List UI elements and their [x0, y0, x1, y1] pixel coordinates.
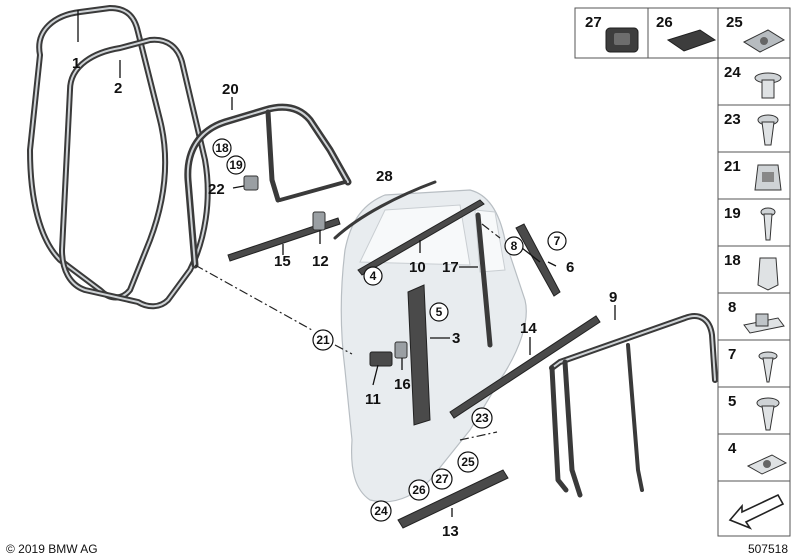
svg-text:25: 25	[726, 14, 743, 31]
svg-text:26: 26	[412, 483, 426, 497]
svg-text:25: 25	[461, 455, 475, 469]
svg-text:4: 4	[370, 269, 377, 283]
callout-14: 15	[274, 253, 291, 270]
legend-item-23: 23	[724, 111, 779, 146]
window-guide-16	[475, 212, 493, 348]
clip-20	[243, 175, 259, 191]
svg-text:21: 21	[316, 333, 330, 347]
svg-text:21: 21	[724, 158, 741, 175]
legend-item-27: 27	[585, 14, 639, 53]
svg-text:19: 19	[229, 158, 243, 172]
callout-24: 24	[370, 500, 392, 522]
callout-4: 4	[363, 266, 383, 286]
svg-text:8: 8	[511, 239, 518, 253]
sill-strip-22	[397, 469, 509, 529]
legend-item-4: 4	[728, 440, 788, 475]
legend-item-24: 24	[724, 64, 782, 99]
callout-15: 16	[394, 376, 411, 393]
svg-text:19: 19	[724, 205, 741, 222]
callout-20: 22	[208, 181, 225, 198]
callout-2: 2	[114, 80, 122, 97]
svg-text:27: 27	[585, 14, 602, 31]
callout-10: 10	[409, 259, 426, 276]
dashline-8	[481, 223, 501, 239]
direction-arrow-icon	[728, 493, 785, 530]
svg-text:8: 8	[728, 299, 736, 316]
legend-item-26: 26	[656, 14, 717, 52]
svg-text:7: 7	[728, 346, 736, 363]
svg-text:27: 27	[435, 472, 449, 486]
window-frame-trim	[184, 103, 352, 269]
callout-25: 25	[457, 451, 479, 473]
callout-labels: 1 2 20 22 15 12 28 10 17 3 6 9 14 16 11 …	[72, 55, 617, 540]
legend-item-19: 19	[724, 205, 776, 241]
svg-text:18: 18	[215, 141, 229, 155]
svg-text:7: 7	[554, 234, 561, 248]
svg-text:24: 24	[724, 64, 741, 81]
legend-item-25: 25	[726, 14, 786, 53]
callout-3: 3	[452, 330, 460, 347]
part-11	[369, 351, 393, 367]
copyright-text: © 2019 BMW AG	[6, 542, 98, 556]
image-number: 507518	[747, 542, 788, 556]
svg-text:26: 26	[656, 14, 673, 31]
legend-top-row: 27 26 25	[574, 7, 791, 59]
legend-item-21: 21	[724, 158, 782, 191]
callout-26: 26	[408, 479, 430, 501]
callout-18: 18	[212, 138, 232, 158]
callout-13: 14	[520, 320, 537, 337]
legend-item-8: 8	[728, 299, 785, 334]
callout-8: 8	[504, 236, 524, 256]
callout-11: 11	[365, 391, 381, 408]
callout-9: 9	[609, 289, 617, 306]
svg-text:5: 5	[436, 305, 443, 319]
callout-27: 27	[431, 468, 453, 490]
roof-rail-28	[333, 180, 437, 240]
svg-text:18: 18	[724, 252, 741, 269]
callout-6: 6	[566, 259, 574, 276]
b-pillar-trim-3	[407, 284, 431, 426]
svg-text:5: 5	[728, 393, 736, 410]
callout-1: 1	[72, 55, 80, 72]
legend-item-18: 18	[724, 252, 779, 291]
dashline-23	[459, 431, 498, 441]
callout-5: 5	[429, 302, 449, 322]
callout-12: 12	[312, 253, 329, 270]
callout-7: 7	[547, 231, 567, 251]
clip-12	[312, 211, 326, 231]
dashline-21b	[334, 344, 353, 355]
dashline-21	[194, 264, 313, 331]
circled-callouts: 18 19 4 5 8 7 21 23	[212, 138, 567, 522]
window-frame-seal-9	[549, 313, 718, 498]
window-channel-10	[357, 199, 485, 276]
svg-text:23: 23	[724, 111, 741, 128]
svg-text:4: 4	[728, 440, 737, 457]
door-seal-inner	[59, 36, 211, 310]
callout-16: 17	[442, 259, 459, 276]
door-seal-outer	[27, 5, 169, 301]
svg-text:23: 23	[475, 411, 489, 425]
callout-28: 28	[376, 168, 393, 185]
svg-text:24: 24	[374, 504, 388, 518]
callout-21: 21	[312, 329, 334, 351]
part-15	[394, 341, 408, 359]
waist-seal-13	[449, 315, 601, 419]
legend-item-5: 5	[728, 393, 780, 431]
callout-23: 23	[471, 407, 493, 429]
leader-lines	[77, 10, 616, 517]
rear-door-panel	[340, 189, 527, 503]
callout-19: 19	[226, 155, 246, 175]
legend-item-7: 7	[728, 346, 778, 383]
callout-17: 20	[222, 81, 239, 98]
trim-strip-14	[227, 217, 341, 262]
legend-column: 24 23 21 19 18	[717, 57, 791, 537]
callout-22: 13	[442, 523, 459, 540]
